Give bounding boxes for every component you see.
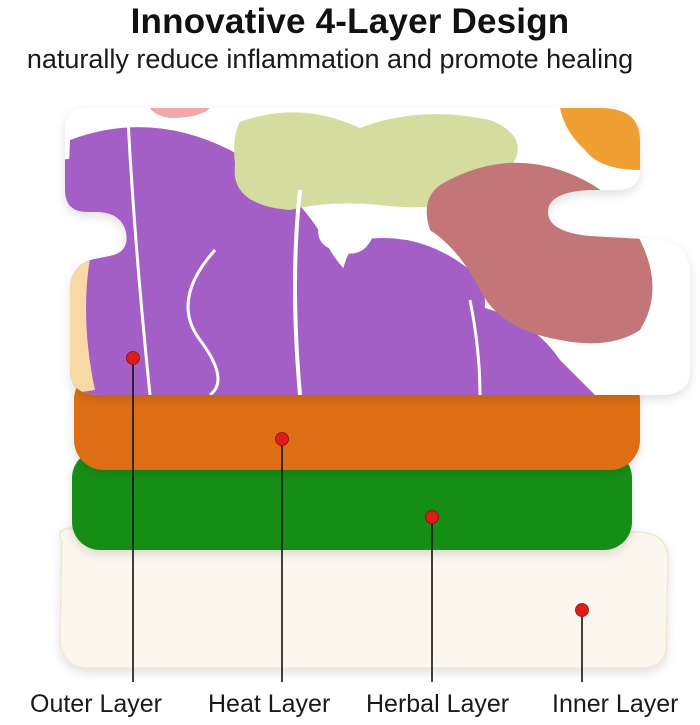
label-inner-layer: Inner Layer [552, 690, 679, 718]
marker-inner [575, 603, 589, 682]
page-subtitle: naturally reduce inflammation and promot… [26, 44, 634, 74]
herbal-layer-shape [72, 450, 632, 550]
inner-layer-shape [59, 527, 669, 669]
label-herbal-layer: Herbal Layer [366, 690, 510, 718]
marker-herbal [425, 510, 439, 682]
label-outer-layer: Outer Layer [30, 690, 163, 718]
marker-heat [275, 432, 289, 682]
outer-layer-shape [65, 108, 690, 395]
page-title: Innovative 4-Layer Design [130, 2, 570, 41]
marker-outer [126, 351, 140, 682]
label-heat-layer: Heat Layer [208, 690, 331, 718]
